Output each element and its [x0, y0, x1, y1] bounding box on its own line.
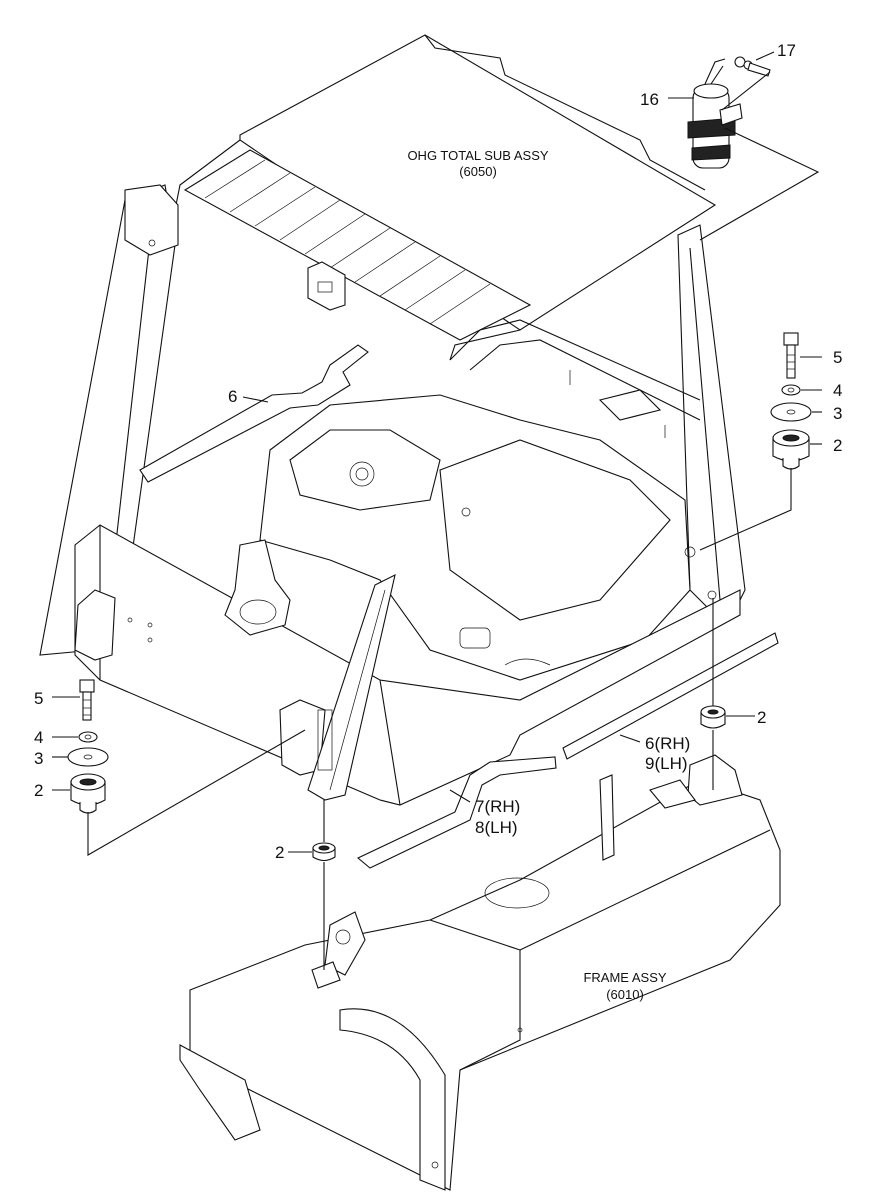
- callout-16: 16: [640, 90, 659, 109]
- part-6-floor-rail: [139, 344, 369, 483]
- callout-2-right: 2: [833, 436, 842, 455]
- leader-lines: [52, 51, 822, 970]
- front-cowl: [74, 524, 741, 806]
- part-7-8-floor-rail: [356, 756, 557, 869]
- callout-6-rh: 6(RH): [645, 734, 690, 753]
- callout-17: 17: [777, 41, 796, 60]
- callout-2-left: 2: [34, 781, 43, 800]
- steering-mount: [224, 539, 291, 636]
- fire-extinguisher-icon: [687, 58, 743, 169]
- ohg-assy-name: OHG TOTAL SUB ASSY: [407, 148, 548, 163]
- callout-2-lower-right: 2: [757, 708, 766, 727]
- washer-4-right-icon: [781, 384, 801, 396]
- callout-8-lh: 8(LH): [475, 818, 518, 837]
- mount-2-lower-right-icon: [700, 705, 726, 729]
- callout-5-right: 5: [833, 348, 842, 367]
- frame-assy: [179, 754, 781, 1191]
- left-front-pillar: [39, 184, 179, 656]
- callout-4-right: 4: [833, 381, 842, 400]
- washer-3-left-icon: [67, 747, 109, 767]
- bolt-5-right-icon: [783, 332, 799, 379]
- bolt-5-left-icon: [79, 679, 95, 721]
- mount-2-right-icon: [772, 429, 810, 470]
- mount-2-center-icon: [312, 842, 336, 862]
- washer-3-right-icon: [770, 402, 812, 422]
- part-6-rh-rail: [562, 632, 779, 760]
- callout-7-rh: 7(RH): [475, 797, 520, 816]
- callout-3-left: 3: [34, 749, 43, 768]
- frame-assy-name: FRAME ASSY: [583, 970, 666, 985]
- roof-slats: [183, 149, 532, 341]
- callout-9-lh: 9(LH): [645, 754, 688, 773]
- mount-2-left-icon: [70, 773, 106, 814]
- callout-3-right: 3: [833, 404, 842, 423]
- callout-6-top: 6: [228, 387, 237, 406]
- assembly-labels: OHG TOTAL SUB ASSY (6050) FRAME ASSY (60…: [407, 148, 666, 1002]
- callout-4-left: 4: [34, 728, 43, 747]
- frame-assy-code: (6010): [606, 987, 644, 1002]
- bolt-17-icon: [734, 56, 771, 77]
- hood-body: [259, 394, 696, 681]
- washer-4-left-icon: [78, 731, 98, 743]
- ohg-assy-code: (6050): [459, 164, 497, 179]
- callout-2-center: 2: [275, 843, 284, 862]
- ohg-canopy-roof: [174, 34, 717, 361]
- callout-5-left: 5: [34, 689, 43, 708]
- rear-cross-member: [449, 319, 701, 438]
- callout-labels: 17 16 6 5 4 3 2 2 6(RH) 9(LH) 7(RH) 8(LH…: [34, 41, 842, 862]
- left-rear-pillar: [307, 573, 396, 801]
